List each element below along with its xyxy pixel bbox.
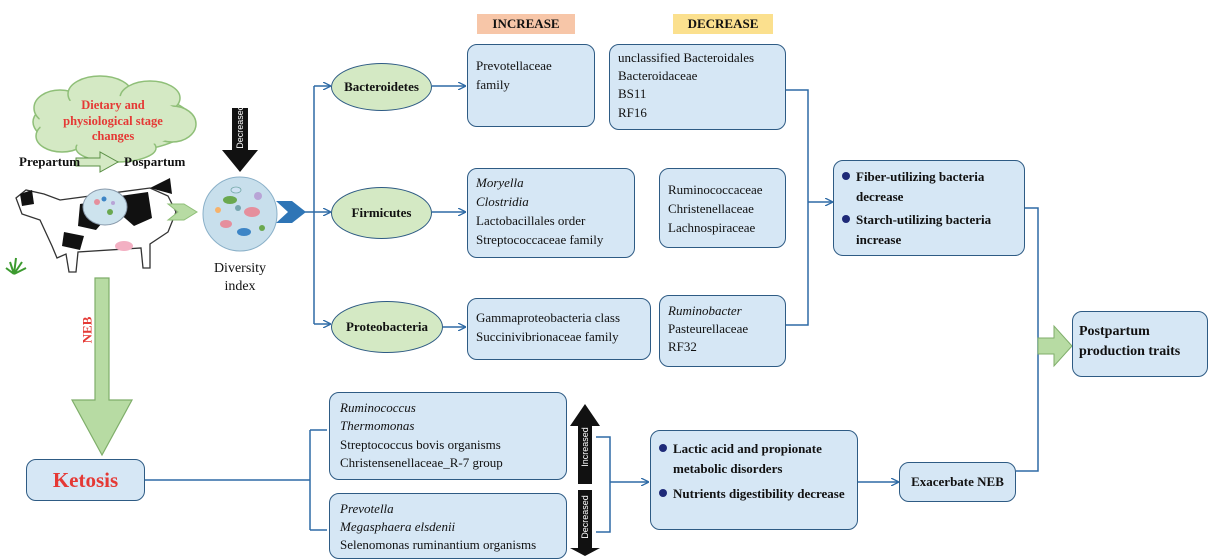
phylum-name: Proteobacteria (345, 319, 429, 334)
summary-box: Fiber-utilizing bacteria decrease Starch… (833, 160, 1025, 256)
taxon-line: Pasteurellaceae (668, 321, 749, 337)
metabolic-item: Nutrients digestibility decrease (659, 484, 849, 504)
decreased-arrow-icon (222, 108, 258, 172)
grass-icon (5, 257, 27, 275)
taxon-line: Bacteroidaceae (618, 68, 698, 84)
taxon-line: Streptococcaceae family (476, 231, 604, 247)
ketosis-label: Ketosis (52, 467, 119, 492)
neb-label: NEB (79, 316, 95, 344)
decreased-arrow-icon-2 (570, 490, 600, 556)
metabolic-box: Lactic acid and propionate metabolic dis… (650, 430, 858, 530)
taxon-line: Lachnospiraceae (668, 219, 756, 235)
decrease-box-bacteroidetes: unclassified Bacteroidales Bacteroidacea… (609, 44, 786, 130)
bullet-icon (659, 444, 667, 452)
increased-arrow-icon (570, 404, 600, 484)
green-chevron-icon (166, 203, 198, 221)
summary-item: Fiber-utilizing bacteria decrease (842, 167, 1016, 206)
taxon-line: Christensenellaceae_R-7 group (340, 455, 503, 471)
taxon-line: Megasphaera elsdenii (340, 519, 456, 535)
taxon-line: Thermomonas (340, 418, 415, 434)
metabolic-text: Nutrients digestibility decrease (673, 486, 845, 501)
taxon-line: Ruminococcaceae (668, 182, 763, 197)
postpartum-arrow-icon (1037, 324, 1073, 368)
stage-arrow-icon (75, 151, 120, 173)
ketosis-box: Ketosis (26, 459, 145, 501)
decreased-arrow-label: Decreased (235, 105, 245, 149)
taxon-line: Prevotella (340, 501, 394, 516)
summary-text: Fiber-utilizing bacteria decrease (856, 169, 985, 204)
increase-header: INCREASE (477, 14, 575, 34)
taxon-line: Succinivibrionaceae family (476, 328, 619, 344)
exacerbate-neb-label: Exacerbate NEB (911, 473, 1004, 489)
taxon-line: Streptococcus bovis organisms (340, 436, 501, 452)
increase-box-bacteroidetes: Prevotellaceae family (467, 44, 595, 127)
decrease-box-firmicutes: Ruminococcaceae Christenellaceae Lachnos… (659, 168, 786, 248)
taxon-line: Prevotellaceae (476, 58, 552, 73)
metabolic-text: Lactic acid and propionate metabolic dis… (673, 441, 822, 476)
ketosis-increased-box: Ruminococcus Thermomonas Streptococcus b… (329, 392, 567, 480)
postpartum-traits-box: Postpartum production traits (1072, 311, 1208, 377)
taxon-line: Christenellaceae (668, 200, 754, 216)
blue-chevron-icon (276, 201, 306, 223)
taxon-line: RF32 (668, 339, 697, 355)
phylum-name: Bacteroidetes (344, 79, 419, 94)
prepartum-label: Prepartum (19, 154, 81, 169)
taxon-line: family (476, 76, 510, 92)
summary-text: Starch-utilizing bacteria increase (856, 212, 992, 247)
phylum-name: Firmicutes (351, 205, 412, 220)
taxon-line: Ruminobacter (668, 303, 742, 318)
bullet-icon (842, 215, 850, 223)
bullet-icon (842, 172, 850, 180)
metabolic-item: Lactic acid and propionate metabolic dis… (659, 439, 849, 478)
taxon-line: Clostridia (476, 193, 529, 209)
increase-box-firmicutes: Moryella Clostridia Lactobacillales orde… (467, 168, 635, 258)
postpartum-label: Pospartum (124, 154, 186, 169)
taxon-line: unclassified Bacteroidales (618, 50, 755, 65)
decrease-box-proteobacteria: Ruminobacter Pasteurellaceae RF32 (659, 295, 786, 367)
diversity-label-line2: index (224, 279, 256, 295)
ketosis-decreased-box: Prevotella Megasphaera elsdenii Selenomo… (329, 493, 567, 559)
diversity-index-label: Diversity index (200, 260, 280, 296)
cow-icon (15, 178, 177, 273)
decreased-arrow-label-2: Decreased (580, 495, 590, 539)
increased-arrow-label: Increased (580, 427, 590, 467)
phylum-oval-proteobacteria: Proteobacteria (331, 301, 443, 353)
taxon-line: Ruminococcus (340, 400, 416, 415)
taxon-line: Moryella (476, 175, 524, 190)
exacerbate-neb-box: Exacerbate NEB (899, 462, 1016, 502)
taxon-line: Gammaproteobacteria class (476, 310, 621, 325)
phylum-oval-bacteroidetes: Bacteroidetes (331, 63, 432, 111)
diversity-label-line1: Diversity (213, 261, 267, 276)
taxon-line: Selenomonas ruminantium organisms (340, 537, 537, 553)
phylum-oval-firmicutes: Firmicutes (331, 187, 432, 239)
cloud-label: Dietary and physiological stage changes (63, 98, 163, 144)
summary-item: Starch-utilizing bacteria increase (842, 210, 1016, 249)
taxon-line: Lactobacillales order (476, 212, 586, 228)
diversity-circle-icon (202, 176, 278, 252)
neb-arrow-icon (70, 277, 134, 457)
taxon-line: RF16 (618, 104, 647, 120)
decrease-header: DECREASE (673, 14, 773, 34)
postpartum-traits-label: Postpartum production traits (1079, 324, 1181, 360)
bullet-icon (659, 489, 667, 497)
taxon-line: BS11 (618, 86, 647, 102)
increase-box-proteobacteria: Gammaproteobacteria class Succinivibrion… (467, 298, 651, 360)
